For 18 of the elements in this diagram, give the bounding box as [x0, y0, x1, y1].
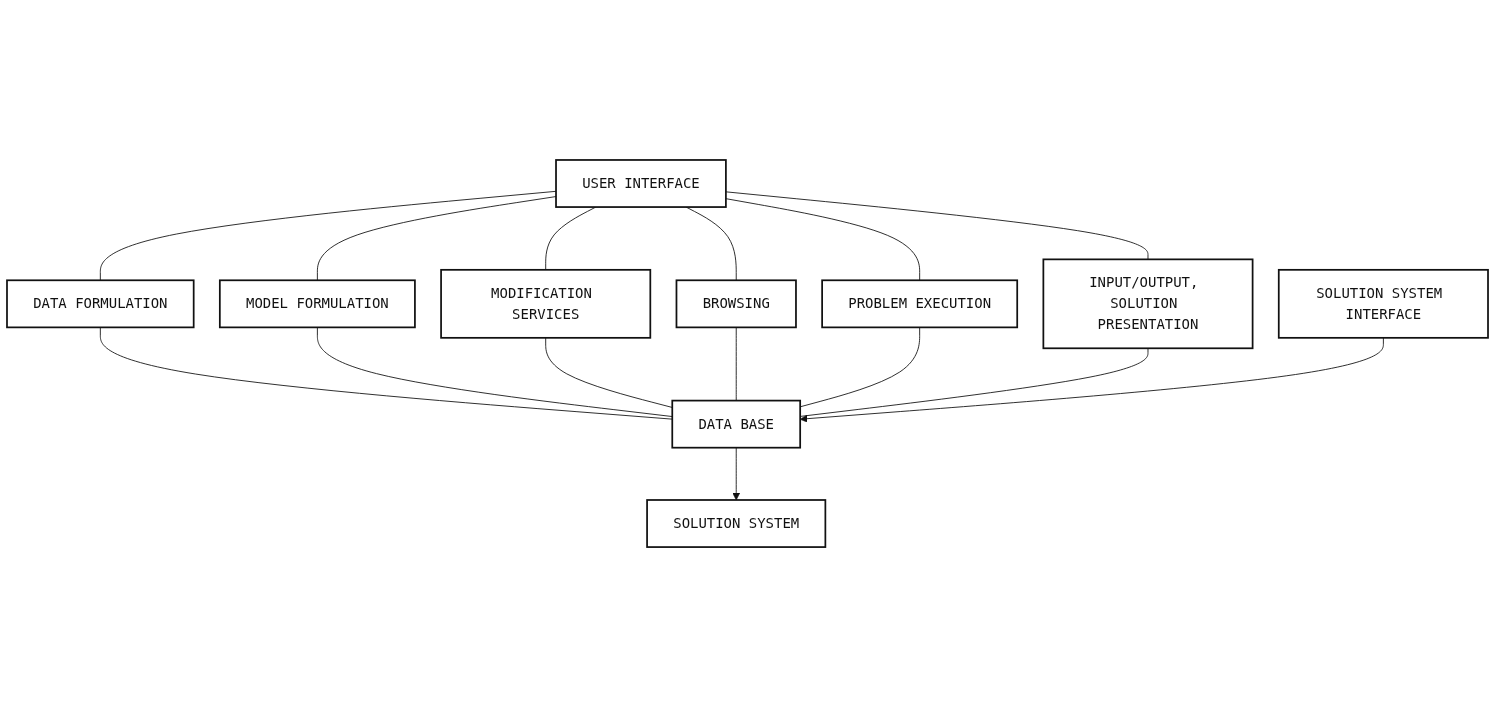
- node-box: DATA FORMULATION: [6, 279, 195, 329]
- node-box: MODIFICATION SERVICES: [440, 268, 652, 339]
- connector: [316, 326, 673, 417]
- node-box: MODEL FORMULATION: [218, 279, 416, 329]
- connector: [725, 198, 921, 281]
- connector: [725, 191, 1149, 260]
- connector: [735, 326, 737, 401]
- connector: [545, 337, 673, 408]
- node-box: SOLUTION SYSTEM INTERFACE: [1277, 268, 1489, 339]
- node-box: DATA BASE: [671, 399, 802, 449]
- connector: [316, 196, 557, 281]
- node-box: SOLUTION SYSTEM: [646, 499, 827, 548]
- connector: [99, 326, 673, 420]
- node-box: INPUT/OUTPUT, SOLUTION PRESENTATION: [1042, 258, 1254, 350]
- node-box: PROBLEM EXECUTION: [821, 279, 1019, 329]
- connector: [99, 190, 557, 281]
- node-box: USER INTERFACE: [555, 159, 727, 208]
- node-box: BROWSING: [675, 279, 797, 329]
